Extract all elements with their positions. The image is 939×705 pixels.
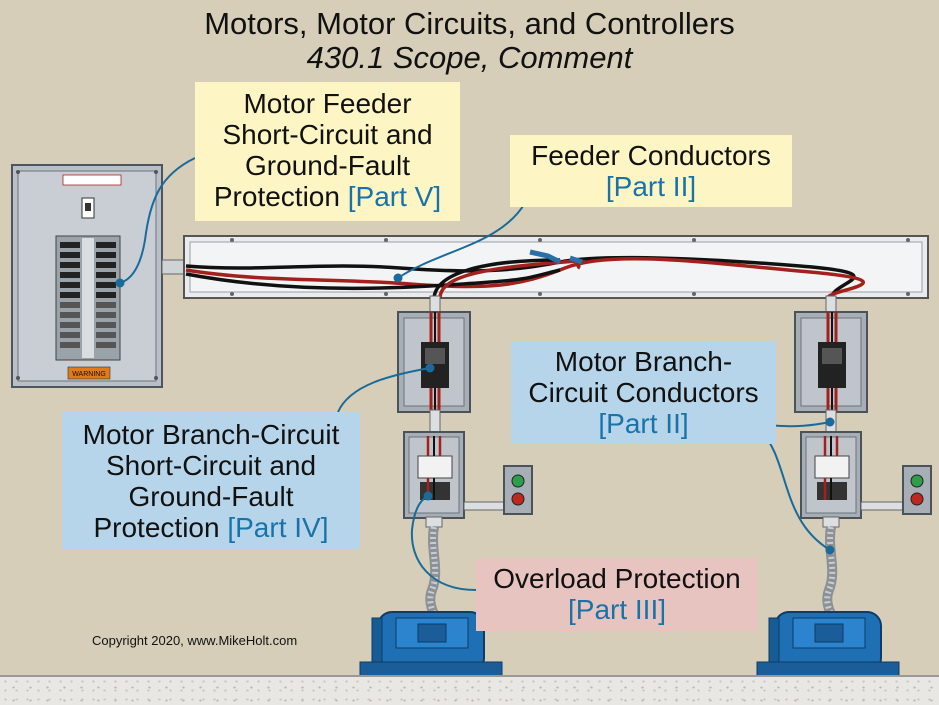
part-reference: [Part IV]	[227, 512, 329, 543]
callout-line: Short-Circuit and	[222, 119, 433, 150]
callout-feeder-protection: Motor Feeder Short-Circuit and Ground-Fa…	[195, 82, 460, 221]
concrete-floor	[0, 675, 939, 705]
callout-line: Motor Branch-	[554, 346, 733, 377]
left-motor	[359, 611, 503, 677]
feeder-conductors	[185, 249, 865, 300]
left-motor-circuit	[397, 295, 533, 617]
diagram-subtitle: 430.1 Scope, Comment	[306, 40, 633, 75]
callout-line: Motor Branch-Circuit	[82, 419, 340, 450]
leader-dots	[115, 273, 835, 555]
panelboard: WARNING	[11, 164, 163, 388]
part-reference: [Part V]	[347, 181, 442, 212]
part-reference: [Part II]	[598, 408, 689, 439]
right-motor	[756, 611, 900, 677]
copyright-text: Copyright 2020, www.MikeHolt.com	[92, 633, 298, 648]
callout-feeder-conductors: Feeder Conductors [Part II]	[510, 135, 792, 207]
callout-line: Circuit Conductors	[528, 377, 759, 408]
part-reference: [Part III]	[567, 594, 667, 625]
panel-warning-label: WARNING	[72, 371, 106, 378]
callout-line: Overload Protection	[493, 563, 741, 594]
callout-line: Ground-Fault	[245, 150, 410, 181]
diagram-title: Motors, Motor Circuits, and Controllers	[204, 6, 735, 41]
callout-line: Motor Feeder	[243, 88, 412, 119]
panel-breakers	[60, 242, 116, 348]
callout-line: Short-Circuit and	[105, 450, 317, 481]
callout-line: Protection	[93, 512, 220, 543]
callout-branch-conductors: Motor Branch- Circuit Conductors [Part I…	[511, 341, 776, 444]
part-reference: [Part II]	[605, 171, 697, 202]
callout-line: Feeder Conductors	[531, 140, 771, 171]
callout-line: Protection	[213, 181, 340, 212]
callout-line: Ground-Fault	[128, 481, 294, 512]
right-motor-circuit	[794, 295, 932, 617]
callout-overload-protection: Overload Protection [Part III]	[476, 558, 758, 631]
callout-branch-protection: Motor Branch-Circuit Short-Circuit and G…	[62, 412, 360, 549]
